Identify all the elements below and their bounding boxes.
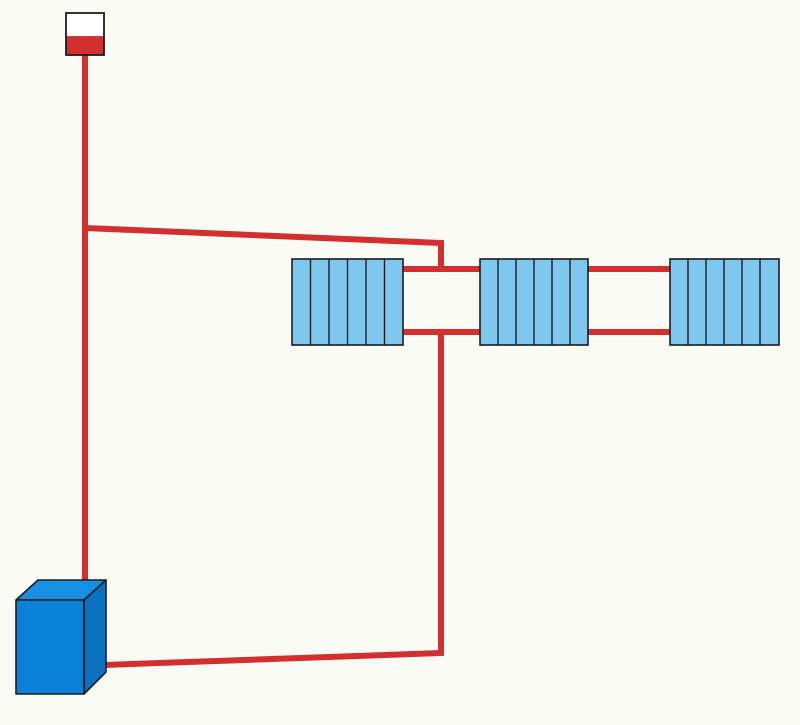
boiler-front-face <box>15 599 85 695</box>
expansion-tank <box>65 12 105 56</box>
pipe-network <box>81 52 673 669</box>
boiler <box>15 579 107 695</box>
return-pipe <box>100 329 444 669</box>
expansion-tank-outline <box>65 12 105 56</box>
expansion-tank-water <box>66 36 104 55</box>
radiator-3 <box>669 258 780 346</box>
radiator-1 <box>291 258 404 346</box>
radiator-2 <box>479 258 589 346</box>
supply-branch-pipe <box>81 224 444 272</box>
